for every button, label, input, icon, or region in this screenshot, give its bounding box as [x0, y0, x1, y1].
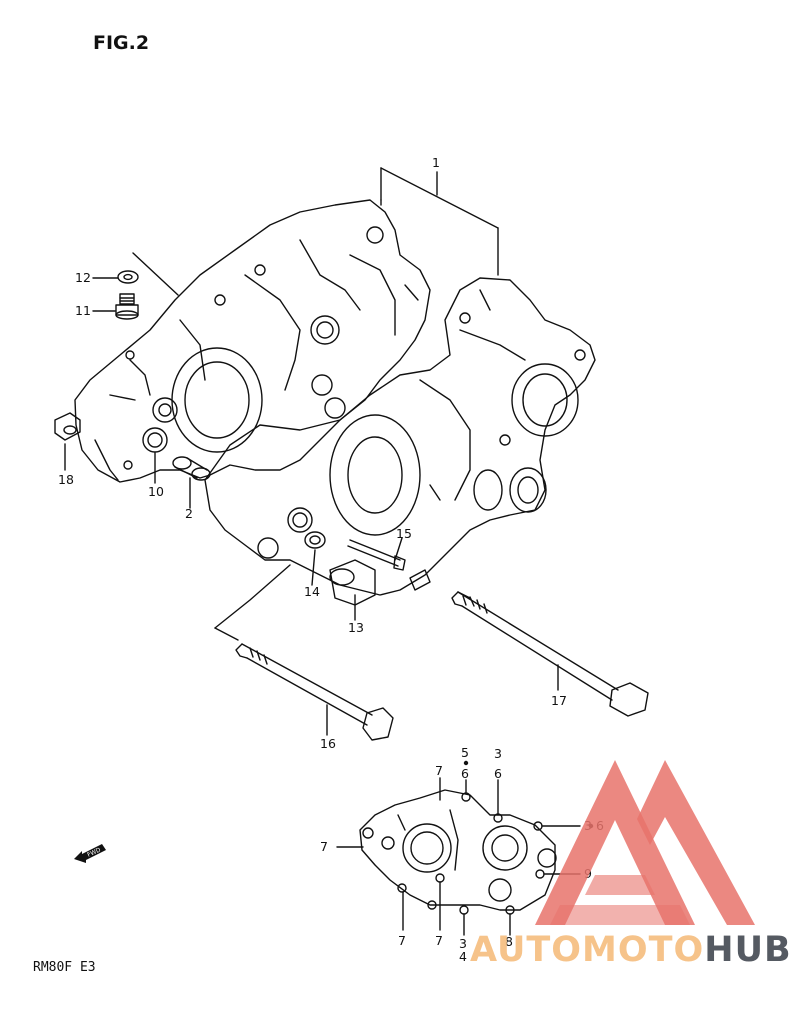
wordmark-part2: HUB: [704, 930, 792, 970]
model-code: RM80F E3: [33, 960, 96, 975]
callout-cover-4: 4: [459, 949, 467, 964]
callout-16: 16: [320, 736, 336, 751]
callout-cover-7d: 7: [435, 933, 443, 948]
right-crankcase-half: [204, 277, 596, 596]
callout-11: 11: [75, 303, 91, 318]
callout-cover-8: 8: [505, 934, 513, 949]
wordmark-part1: AUTOMOTO: [470, 930, 705, 970]
callout-18: 18: [58, 472, 74, 487]
callout-14: 14: [304, 584, 320, 599]
bolt-11: [115, 293, 139, 320]
automotohub-logo-mark: [535, 760, 755, 925]
forward-arrow-badge: FWD: [72, 842, 108, 869]
callout-1-bracket: [380, 167, 499, 276]
left-crankcase-half: [74, 199, 431, 483]
callout-cover-7a: 7: [435, 763, 443, 778]
callout-cover-6b: 6: [494, 766, 502, 781]
callout-cover-5: 5: [461, 745, 469, 760]
callout-10: 10: [148, 484, 164, 499]
callout-cover-7b: 7: [320, 839, 328, 854]
callout-2: 2: [185, 506, 193, 521]
forward-arrow-icon: FWD: [74, 844, 106, 863]
callout-12: 12: [75, 270, 91, 285]
callout-cover-6a: 6: [461, 766, 469, 781]
callout-cover-7c: 7: [398, 933, 406, 948]
callout-15: 15: [396, 526, 412, 541]
callout-1: 1: [432, 155, 440, 170]
automotohub-wordmark: AUTOMOTOHUB: [470, 930, 792, 970]
callout-13: 13: [348, 620, 364, 635]
figure-title: FIG.2: [93, 32, 150, 54]
crankcase-cover-gasket: [359, 789, 557, 915]
callout-cover-3b: 3: [459, 936, 467, 951]
bolt-17: [451, 591, 649, 717]
bolt-16: [235, 643, 394, 741]
callout-17: 17: [551, 693, 567, 708]
callout-cover-3a: 3: [494, 746, 502, 761]
